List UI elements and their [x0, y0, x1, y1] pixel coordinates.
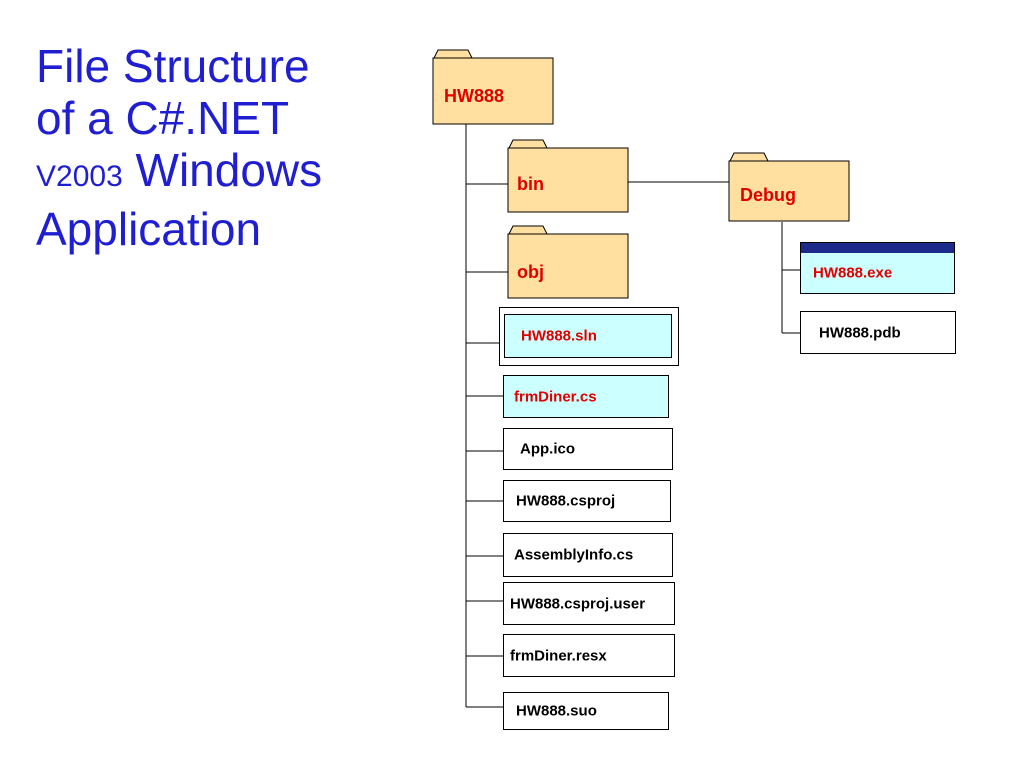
- title-version: V2003: [36, 160, 123, 193]
- folder-root-label: HW888: [444, 86, 505, 106]
- file-label: App.ico: [520, 440, 575, 458]
- title-line-1: File Structure: [36, 40, 310, 92]
- folder-icon: [507, 139, 629, 213]
- file-frmdiner-cs[interactable]: frmDiner.cs: [503, 375, 669, 418]
- title-line-3: V2003 Windows: [36, 144, 416, 203]
- folder-icon: [507, 225, 629, 299]
- folder-obj[interactable]: obj: [507, 224, 629, 300]
- exe-title-bar: [801, 243, 954, 253]
- folder-debug[interactable]: Debug: [728, 151, 850, 223]
- folder-icon: [432, 49, 554, 125]
- file-label: AssemblyInfo.cs: [514, 546, 634, 564]
- folder-obj-label: obj: [517, 262, 544, 282]
- file-label: HW888.pdb: [819, 324, 901, 341]
- file-hw888-exe[interactable]: HW888.exe: [800, 242, 955, 294]
- file-label: frmDiner.resx: [510, 647, 607, 664]
- selection-frame: [499, 307, 679, 366]
- file-hw888-csproj[interactable]: HW888.csproj: [503, 480, 671, 522]
- folder-bin[interactable]: bin: [507, 138, 629, 214]
- file-label: HW888.sln: [521, 327, 597, 345]
- file-hw888-sln[interactable]: HW888.sln: [504, 314, 672, 358]
- file-label: frmDiner.cs: [514, 388, 597, 405]
- file-label: HW888.csproj: [516, 492, 616, 510]
- file-hw888-pdb[interactable]: HW888.pdb: [800, 311, 956, 354]
- folder-debug-label: Debug: [740, 185, 796, 205]
- slide-title: File Structure of a C#.NET V2003 Windows…: [36, 40, 416, 255]
- file-label: HW888.suo: [516, 702, 597, 720]
- folder-bin-label: bin: [517, 174, 544, 194]
- title-line-4: Application: [36, 203, 262, 255]
- file-app-ico[interactable]: App.ico: [503, 428, 673, 470]
- file-frmdiner-resx[interactable]: frmDiner.resx: [503, 634, 675, 677]
- file-assemblyinfo-cs[interactable]: AssemblyInfo.cs: [503, 533, 673, 577]
- file-hw888-csproj-user[interactable]: HW888.csproj.user: [503, 582, 675, 625]
- file-hw888-suo[interactable]: HW888.suo: [503, 692, 669, 730]
- folder-root[interactable]: HW888: [432, 48, 554, 126]
- title-line-2: of a C#.NET: [36, 92, 290, 144]
- folder-icon: [728, 152, 850, 222]
- file-label: HW888.exe: [813, 264, 893, 282]
- title-windows: Windows: [122, 144, 323, 196]
- file-label: HW888.csproj.user: [510, 595, 646, 612]
